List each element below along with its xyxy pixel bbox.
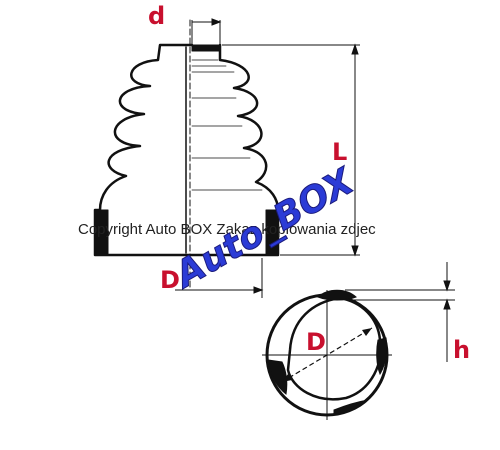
dimension-label-L: L xyxy=(332,138,347,166)
dimension-label-D-side: D xyxy=(160,266,180,294)
h-dimension xyxy=(345,262,455,362)
boot-end-view xyxy=(262,289,392,420)
end-view-lobe-bottom xyxy=(333,399,370,415)
big-clamp-band-left xyxy=(94,209,109,256)
copyright-watermark: Copyright Auto BOX Zakaz kopiowania zdje… xyxy=(78,221,376,238)
end-view-lobe-right xyxy=(376,337,388,376)
big-clamp-band-right xyxy=(265,209,279,256)
boot-section-profile xyxy=(188,43,280,257)
end-view-lobe-top xyxy=(317,289,357,301)
dimension-label-h: h xyxy=(453,336,470,364)
dimension-label-D-end: D xyxy=(306,328,326,356)
section-hatching xyxy=(191,59,263,191)
dimension-label-d: d xyxy=(148,2,165,30)
end-view-inner-profile xyxy=(286,296,382,401)
boot-side-view xyxy=(93,19,280,291)
small-clamp-band xyxy=(191,44,221,52)
end-view-diameter-line xyxy=(281,327,373,383)
end-view-lobe-left xyxy=(267,359,288,395)
boot-outer-profile xyxy=(93,43,194,257)
side-dimensions xyxy=(175,18,360,298)
